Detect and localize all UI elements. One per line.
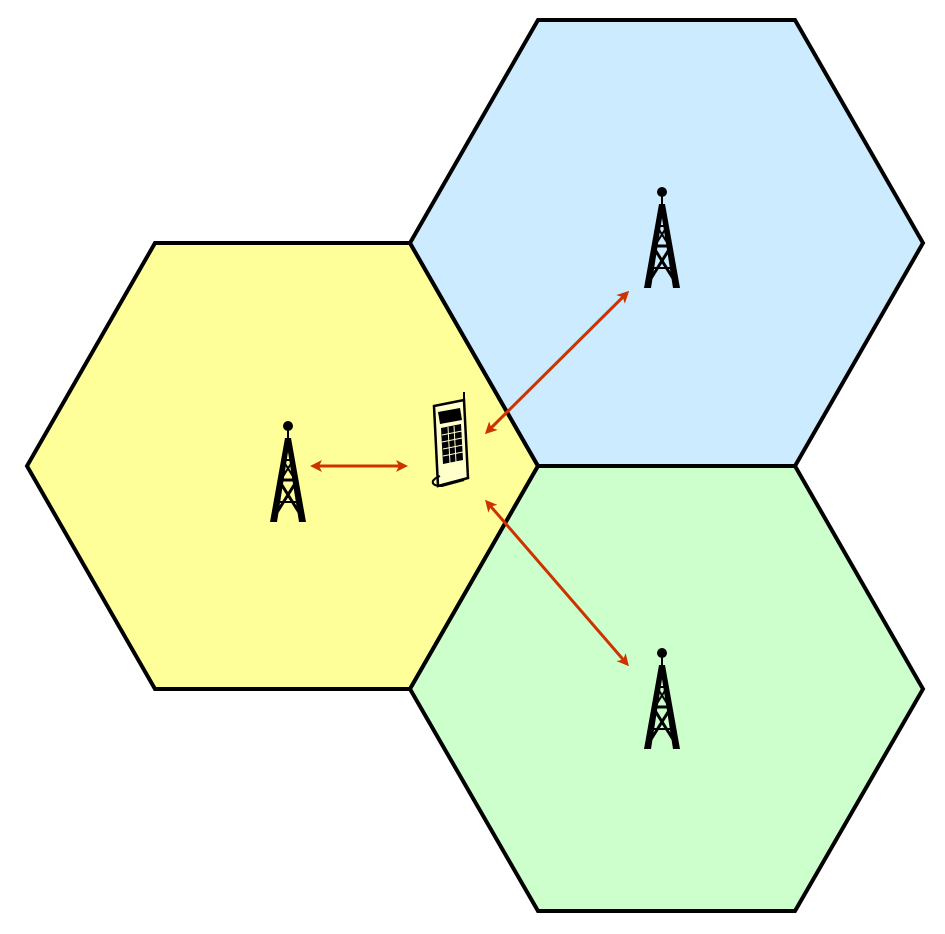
mobile-phone-icon [431, 390, 470, 488]
link-arrow-green [485, 499, 629, 667]
link-arrow-blue [484, 290, 630, 435]
